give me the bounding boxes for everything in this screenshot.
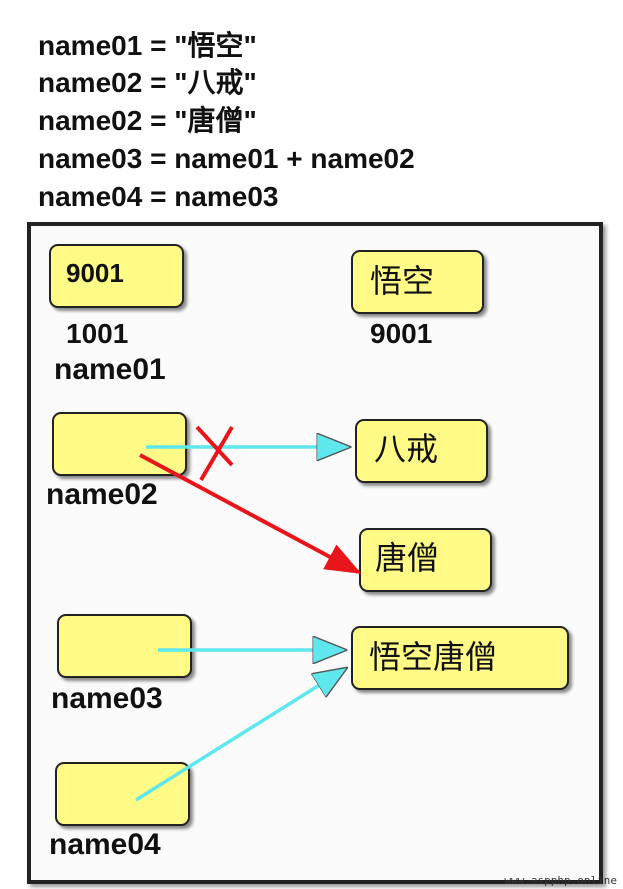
object-box-wukong-tangseng: [351, 626, 569, 690]
variable-label-name02: name02: [46, 478, 158, 511]
object-address-wukong: 9001: [370, 318, 433, 349]
variable-box-name01: [49, 244, 184, 308]
variable-box-name04: [55, 762, 190, 826]
variable-label-name03: name03: [51, 682, 163, 715]
object-text-bajie: 八戒: [374, 430, 439, 468]
variable-box-name02: [52, 412, 187, 476]
code-line-1: name01 = "悟空": [38, 30, 257, 61]
object-text-wukong-tangseng: 悟空唐僧: [369, 638, 498, 676]
code-line-4: name03 = name01 + name02: [38, 143, 415, 174]
variable-box-name03: [57, 614, 192, 678]
object-box-bajie: [355, 419, 488, 483]
watermark: www.aspphp.online: [504, 874, 617, 887]
variable-label-name04: name04: [49, 828, 161, 861]
code-line-5: name04 = name03: [38, 181, 279, 212]
variable-label-name01: name01: [54, 353, 166, 386]
object-text-tangseng: 唐僧: [375, 539, 440, 577]
object-text-wukong: 悟空: [370, 262, 435, 300]
object-box-wukong: [351, 250, 484, 314]
code-line-3: name02 = "唐僧": [38, 105, 257, 136]
variable-value-name01: 9001: [66, 258, 124, 288]
code-line-2: name02 = "八戒": [38, 67, 257, 98]
variable-address-name01: 1001: [66, 318, 129, 349]
